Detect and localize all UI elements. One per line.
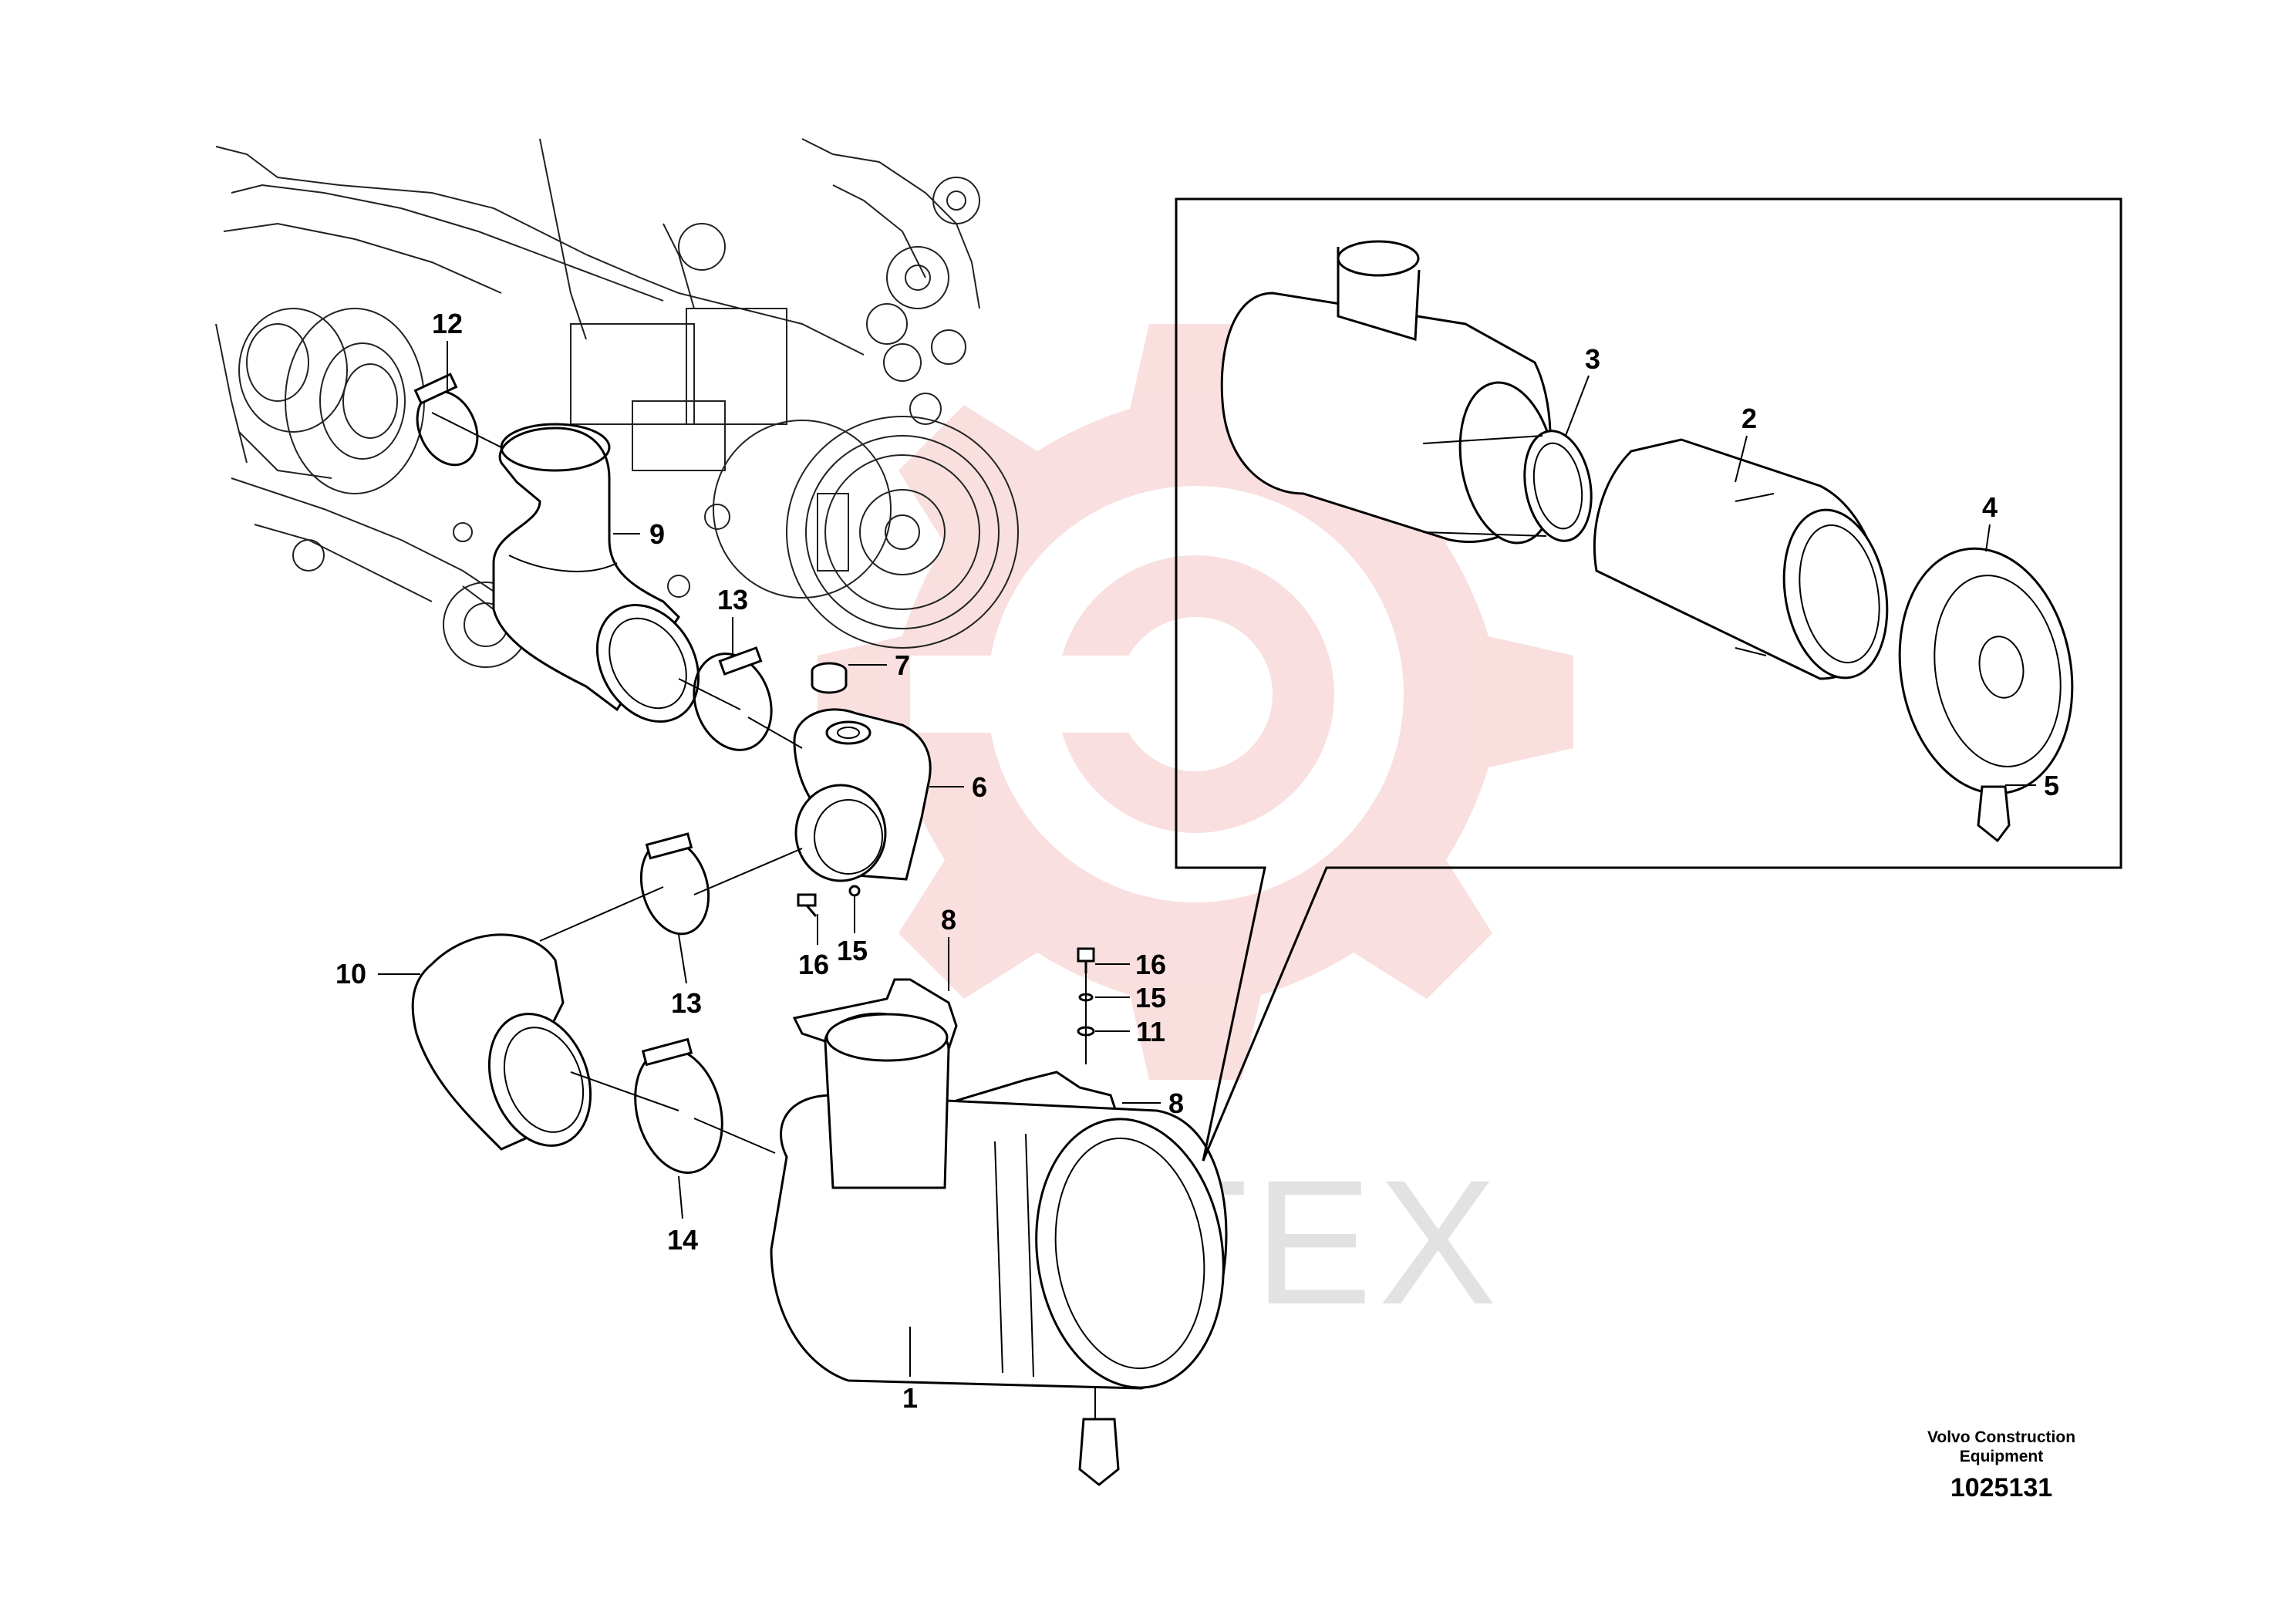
drawing-number: 1025131 — [1950, 1473, 2052, 1502]
part-13-clamp-lower — [639, 832, 710, 936]
callout-6: 6 — [972, 771, 987, 803]
part-15-washer-left — [848, 885, 861, 897]
callout-10: 10 — [335, 958, 366, 990]
part-13-clamp-upper — [693, 646, 773, 751]
callout-2: 2 — [1741, 403, 1757, 434]
part-12-clamp — [413, 373, 479, 467]
callout-11: 11 — [1136, 1016, 1165, 1047]
callout-14: 14 — [667, 1224, 698, 1256]
callout-4: 4 — [1982, 491, 1998, 523]
part-1-air-cleaner — [770, 1012, 1228, 1486]
callout-15-right: 15 — [1135, 982, 1166, 1013]
callout-16-right: 16 — [1135, 949, 1166, 980]
callout-13-upper: 13 — [717, 584, 748, 615]
callout-labels: 12 9 13 7 6 16 15 13 10 8 16 15 11 8 14 … — [335, 308, 2059, 1414]
engine-assembly — [215, 138, 1019, 668]
part-14-clamp — [634, 1037, 723, 1174]
callout-8-upper: 8 — [941, 904, 956, 936]
callout-15-left: 15 — [837, 935, 868, 966]
detail-view-frame — [1175, 197, 2122, 1162]
callout-7: 7 — [895, 649, 910, 681]
part-16-bolt-left — [797, 893, 818, 917]
callout-13-lower: 13 — [671, 987, 702, 1019]
callout-12: 12 — [432, 308, 463, 339]
part-9-intake-hose — [492, 423, 700, 723]
part-10-elbow — [411, 933, 592, 1151]
part-7-cap — [811, 662, 848, 694]
detail-housing — [1220, 240, 1593, 545]
credit-company: Volvo Construction — [1927, 1428, 2075, 1446]
callout-9: 9 — [649, 518, 665, 550]
detail-end-cover — [1898, 547, 2074, 843]
leader-lines — [378, 341, 2036, 1377]
callout-16-left: 16 — [798, 949, 829, 980]
callout-3: 3 — [1585, 343, 1600, 375]
credit-division: Equipment — [1960, 1448, 2044, 1465]
callout-1: 1 — [902, 1382, 918, 1414]
callout-8-lower: 8 — [1168, 1088, 1184, 1119]
part-6-adapter — [793, 708, 932, 882]
detail-filter-element — [1593, 438, 1889, 680]
callout-5: 5 — [2044, 770, 2059, 801]
credit-block: Volvo Construction Equipment 1025131 — [1927, 1428, 2075, 1502]
part-16-bolt-right — [1077, 947, 1095, 973]
